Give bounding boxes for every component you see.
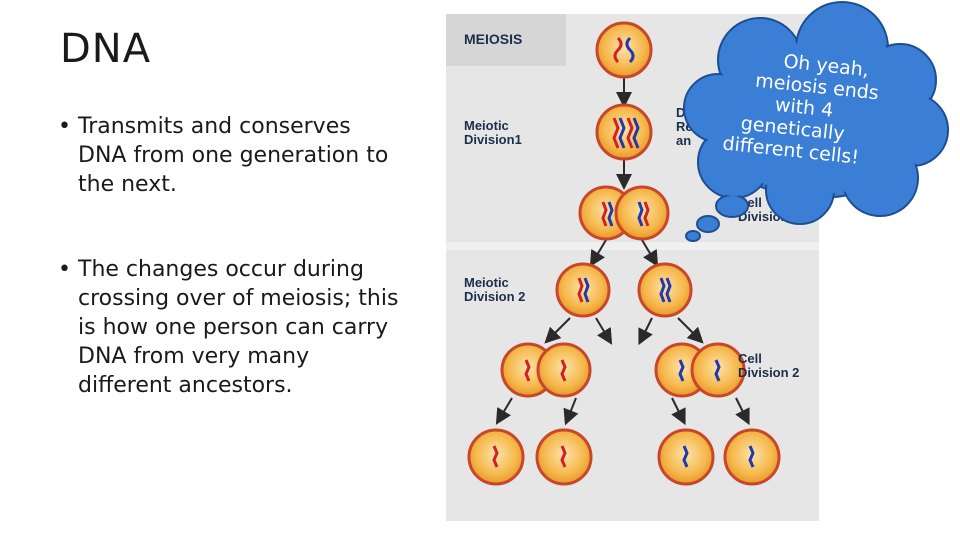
- bullet-item: • The changes occur during crossing over…: [58, 255, 403, 400]
- daughter-cell: [555, 262, 611, 318]
- crossing-over-cell: [595, 103, 653, 161]
- arrow: [671, 397, 686, 426]
- figure-header: MEIOSIS: [464, 31, 523, 47]
- meiosis-diagram-svg: [446, 14, 819, 486]
- label-cell-division-2: Cell Division 2: [738, 351, 800, 380]
- arrow: [544, 317, 571, 344]
- arrow: [589, 239, 607, 267]
- header-band: [446, 14, 566, 66]
- gamete-cell: [723, 428, 781, 486]
- slide-title: DNA: [60, 26, 152, 72]
- dividing-cell: [654, 342, 746, 398]
- arrow: [641, 239, 659, 267]
- label-meiotic-division-1: Meiotic Division1: [464, 118, 522, 147]
- arrow: [495, 397, 513, 425]
- gamete-cell: [535, 428, 593, 486]
- parent-cell: [595, 21, 653, 79]
- bullet-list: • Transmits and conserves DNA from one g…: [58, 112, 403, 456]
- arrow: [563, 397, 579, 426]
- gamete-cell: [467, 428, 525, 486]
- arrow: [735, 397, 750, 426]
- dividing-cell: [578, 185, 670, 241]
- label-cell-division-partial: Cell Division: [738, 195, 789, 224]
- dividing-cell: [500, 342, 592, 398]
- callout-text: Oh yeah, meiosis ends with 4 genetically…: [722, 45, 932, 175]
- arrow: [677, 317, 704, 344]
- bullet-dot-icon: •: [58, 257, 71, 282]
- bullet-item: • Transmits and conserves DNA from one g…: [58, 112, 403, 199]
- arrow: [638, 317, 653, 346]
- daughter-cell: [637, 262, 693, 318]
- section-divider: [446, 242, 819, 250]
- bullet-text: The changes occur during crossing over o…: [78, 257, 399, 398]
- label-meiotic-division-2: Meiotic Division 2: [464, 275, 526, 304]
- bullet-text: Transmits and conserves DNA from one gen…: [78, 114, 389, 197]
- label-dna-partial: DN Re an: [676, 105, 695, 148]
- gamete-cell: [657, 428, 715, 486]
- arrow: [595, 317, 613, 345]
- bullet-dot-icon: •: [58, 114, 71, 139]
